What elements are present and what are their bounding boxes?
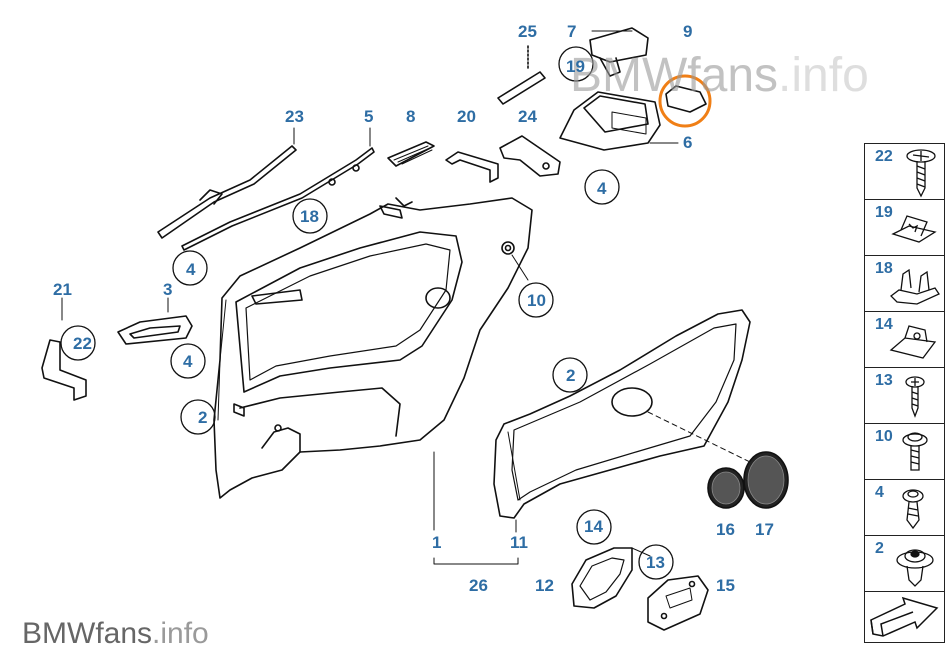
callout-12: 12 [535,576,554,595]
callout-3: 3 [163,280,172,299]
part-5-strip[interactable] [181,127,375,251]
callout-2-left: 2 [198,408,207,427]
part-12-handle-bezel[interactable] [571,547,651,609]
part-23-rail[interactable] [157,127,297,239]
part-16-speaker-grille-small[interactable] [707,467,745,509]
screw-icon [906,149,936,198]
callout-17: 17 [755,520,774,539]
callout-20: 20 [457,107,476,126]
part-10-screw[interactable] [501,241,529,281]
callout-14: 14 [584,517,603,536]
callout-circles [60,46,674,580]
callout-26: 26 [469,576,488,595]
watermark-top-suffix: .info [778,49,869,102]
callout-4-top: 4 [597,179,607,198]
legend-item-4[interactable]: 4 [865,480,944,536]
callout-13: 13 [646,553,665,572]
callout-7: 7 [567,22,576,41]
expanding-rivet-icon [902,489,924,530]
legend-item-arrow[interactable] [865,592,944,642]
callout-25: 25 [518,22,537,41]
callout-5: 5 [364,107,373,126]
watermark-bottom-suffix: .info [152,617,209,650]
callout-4-mid: 4 [183,352,193,371]
callout-18: 18 [300,207,319,226]
push-clip-icon [896,549,934,587]
legend-item-14[interactable]: 14 [865,312,944,368]
bracket-clip-icon [890,268,940,305]
legend-num-2: 2 [875,540,884,557]
callout-8: 8 [406,107,415,126]
part-17-speaker-grille-large[interactable] [743,451,789,509]
small-parts-legend: 22 19 18 14 13 10 4 2 [864,143,945,643]
callout-10: 10 [527,291,546,310]
callout-4-left: 4 [186,260,196,279]
legend-item-18[interactable]: 18 [865,256,944,312]
callout-22: 22 [73,334,92,353]
legend-num-22: 22 [875,148,893,165]
callout-6: 6 [683,133,692,152]
part-1-side-trim-panel[interactable] [213,197,533,531]
callout-16: 16 [716,520,735,539]
callout-labels: 25 7 9 19 23 5 8 20 24 6 4 18 4 21 3 22 … [53,22,774,595]
legend-num-13: 13 [875,372,893,389]
callout-15: 15 [716,576,735,595]
part-11-rear-side-panel[interactable] [493,309,751,533]
callout-1: 1 [432,533,441,552]
part-25-rod[interactable] [497,45,546,105]
legend-num-4: 4 [875,484,884,501]
legend-num-10: 10 [875,428,893,445]
spring-nut-icon [889,325,937,359]
small-screw-icon [905,376,925,418]
watermark-bottom-brand: BMWfans [22,617,152,650]
part-7-cover[interactable] [589,27,649,77]
legend-item-2[interactable]: 2 [865,536,944,592]
legend-item-19[interactable]: 19 [865,200,944,256]
legend-item-13[interactable]: 13 [865,368,944,424]
watermark-top: BMWfans.info [570,49,869,102]
watermark-top-brand: BMWfans [570,49,778,102]
callout-11: 11 [510,533,528,552]
part-15-cover-plate[interactable] [647,575,709,631]
flange-screw-icon [902,432,928,471]
callout-19: 19 [566,57,585,76]
part-9-cap[interactable] [658,74,712,128]
part-21-bracket[interactable] [41,297,87,401]
callout-9: 9 [683,22,692,41]
clip-nut-icon [891,215,937,243]
direction-arrow-icon [870,596,939,637]
legend-item-22[interactable]: 22 [865,144,944,200]
part-3-handle-trim[interactable] [117,297,193,345]
group-26-bracket [433,557,519,565]
legend-item-10[interactable]: 10 [865,424,944,480]
part-6-storage-tray[interactable] [559,91,679,151]
callout-21: 21 [53,280,72,299]
callout-23: 23 [285,107,304,126]
watermark-bottom: BMWfans.info [22,617,209,650]
part-24-bracket[interactable] [499,135,561,177]
legend-num-14: 14 [875,316,893,333]
legend-num-18: 18 [875,260,893,277]
callout-2-right: 2 [566,366,575,385]
callout-24: 24 [518,107,537,126]
legend-num-19: 19 [875,204,893,221]
part-8-vent[interactable] [387,141,435,167]
part-20-bracket[interactable] [445,151,499,183]
